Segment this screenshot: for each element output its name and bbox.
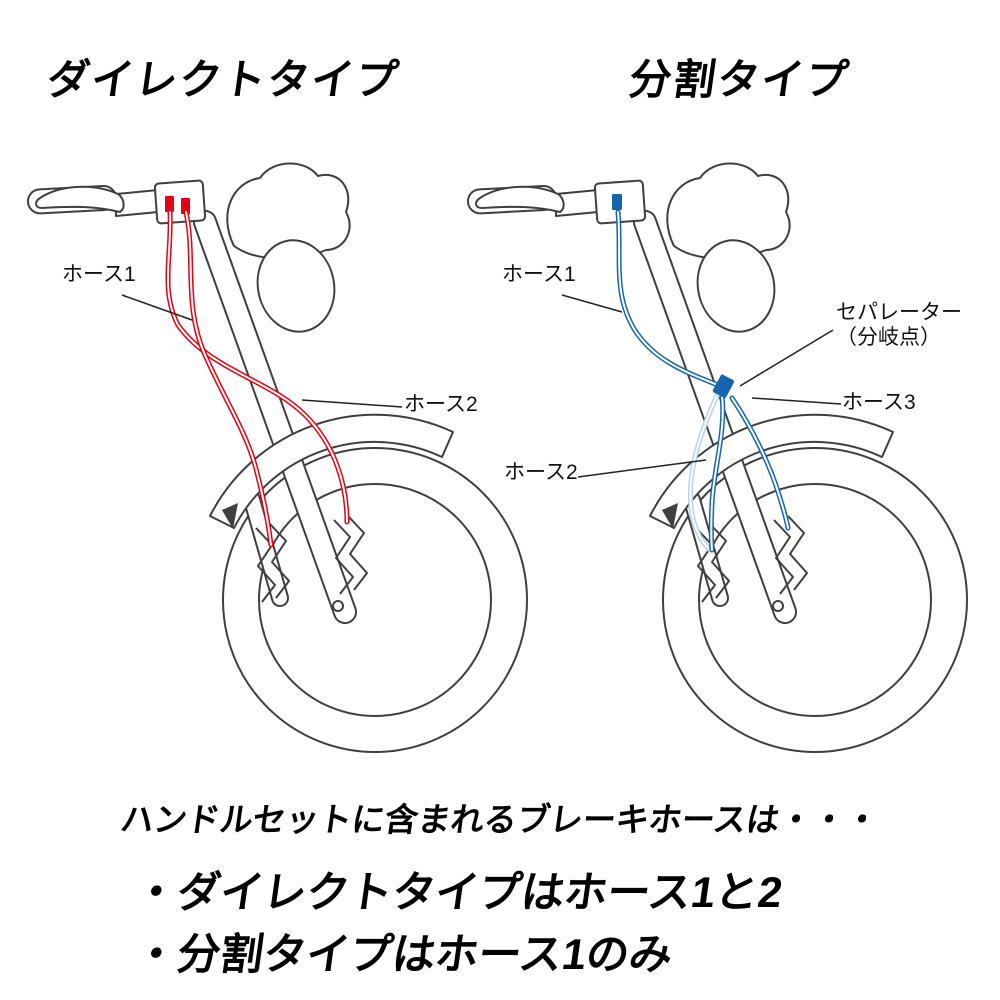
bike-direct <box>26 162 528 753</box>
leader-left-hose2 <box>301 399 403 408</box>
footer-intro-text: ハンドルセットに含まれるブレーキホースは・・・ <box>118 801 881 838</box>
right-hose1-label: ホース1 <box>502 263 576 286</box>
left-hose2-label: ホース2 <box>404 393 478 416</box>
split-hoses <box>612 194 791 553</box>
separator-block <box>712 374 735 398</box>
split-hose-1-core <box>617 211 721 387</box>
leader-right-hose2 <box>577 459 707 478</box>
leader-right-hose3 <box>751 397 842 405</box>
split-fitting <box>612 194 622 210</box>
direct-hose-1-core <box>166 211 348 523</box>
split-type-title: 分割タイプ <box>626 56 853 103</box>
left-hose1-label: ホース1 <box>62 263 136 286</box>
footer-bullet-direct: ・ダイレクトタイプはホース1と2 <box>131 869 786 917</box>
leader-right-separator <box>739 329 834 387</box>
footer-bullet-split: ・分割タイプはホース1のみ <box>131 931 676 979</box>
leader-left-hose1 <box>121 294 193 321</box>
right-hose2-label: ホース2 <box>504 461 578 484</box>
direct-hoses <box>165 196 350 548</box>
direct-fitting-2 <box>181 198 190 214</box>
right-separator-label: セパレーター （分岐点） <box>836 301 962 350</box>
split-hose-behind-core <box>689 393 719 551</box>
split-hose-2-core <box>710 395 724 551</box>
leader-lines <box>121 294 842 478</box>
direct-hose-2-core <box>185 211 272 546</box>
split-hose-3-core <box>731 397 789 529</box>
direct-fitting-1 <box>165 196 174 212</box>
leader-right-hose1 <box>561 294 623 313</box>
direct-type-title: ダイレクトタイプ <box>44 56 403 103</box>
right-hose3-label: ホース3 <box>842 391 916 414</box>
